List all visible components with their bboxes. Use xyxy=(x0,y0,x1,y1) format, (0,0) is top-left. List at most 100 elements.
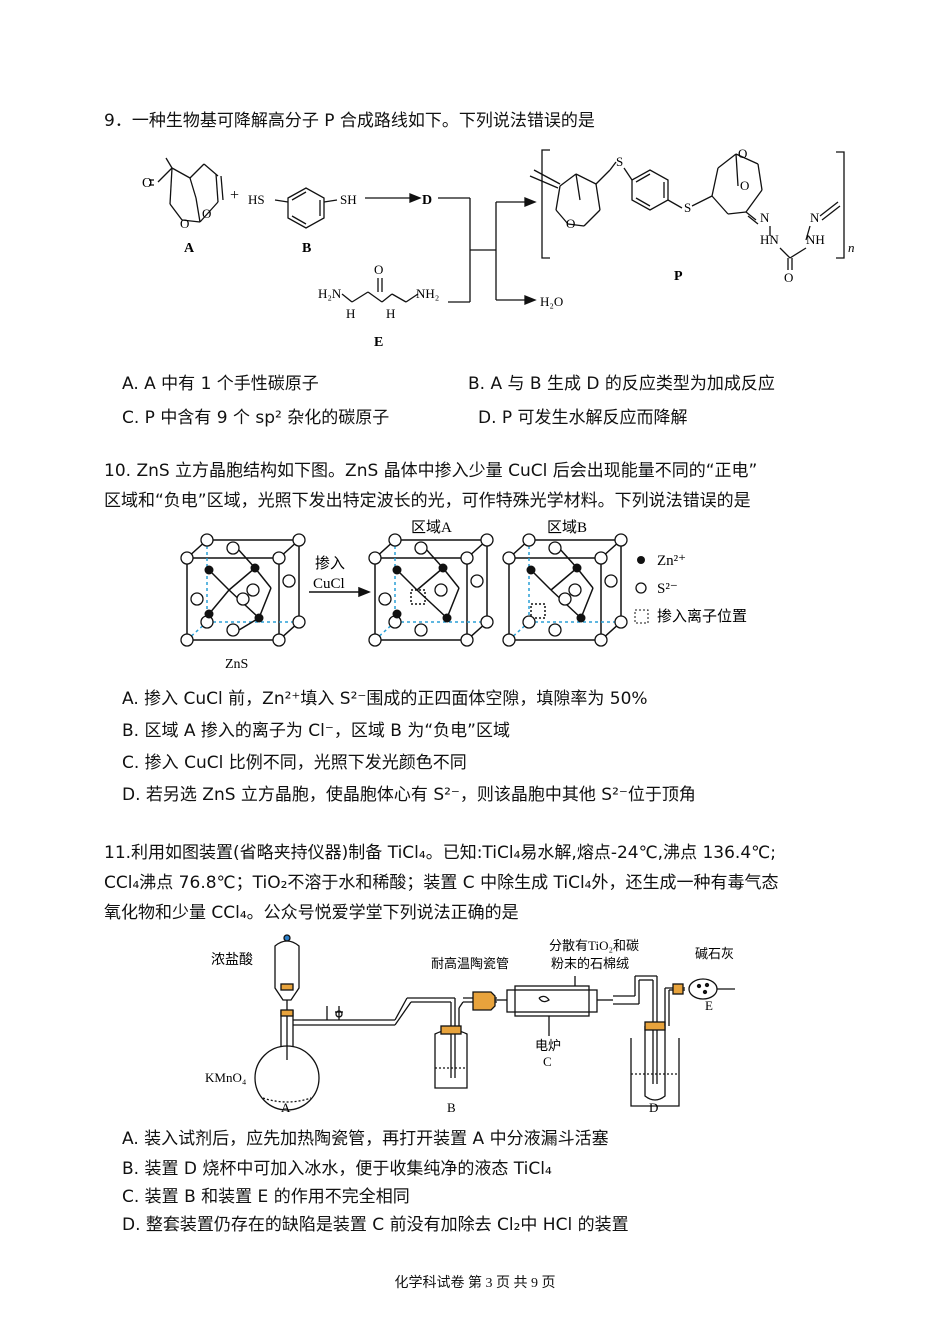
svg-text:O: O xyxy=(202,206,211,221)
s-ion-atom xyxy=(282,574,296,588)
svg-text:O: O xyxy=(566,216,575,231)
atom-layer xyxy=(180,533,628,647)
s-ion-atom xyxy=(502,551,516,565)
s-ion-atom xyxy=(470,574,484,588)
q11-stem-line1: 11.利用如图装置(省略夹持仪器)制备 TiCl₄。已知:TiCl₄易水解,熔点… xyxy=(104,843,776,863)
label-region-a: 区域A xyxy=(411,519,452,536)
label-h2o: H₂O xyxy=(540,294,563,309)
s-ion-atom xyxy=(480,533,494,547)
svg-text:O: O xyxy=(180,216,189,231)
label-nh2: NH₂ xyxy=(416,286,439,301)
s-ion-atom xyxy=(434,583,448,597)
molecule-a xyxy=(149,157,224,223)
zn-ion-atom xyxy=(438,563,448,573)
apparatus-d xyxy=(630,1021,680,1107)
label-kmno4: KMnO₄ xyxy=(205,1070,247,1085)
label-app-b: B xyxy=(447,1100,456,1115)
zn-legend-dot xyxy=(637,556,645,564)
svg-text:H: H xyxy=(346,306,355,321)
s-ion-atom xyxy=(368,551,382,565)
q9-option-a[interactable]: A. A 中有 1 个手性碳原子 xyxy=(122,374,319,394)
label-asbestos-2: 粉末的石棉绒 xyxy=(551,956,629,971)
q10-option-b[interactable]: B. 区域 A 掺入的离子为 Cl⁻，区域 B 为“负电”区域 xyxy=(122,721,510,741)
zn-ion-atom xyxy=(254,613,264,623)
label-e: E xyxy=(374,335,383,350)
label-app-c: C xyxy=(543,1054,552,1069)
svg-text:N: N xyxy=(810,210,820,225)
label-app-e: E xyxy=(705,998,713,1013)
q10-option-d[interactable]: D. 若另选 ZnS 立方晶胞，使晶胞体心有 S²⁻，则该晶胞中其他 S²⁻位于… xyxy=(122,785,696,805)
label-h2n: H₂N xyxy=(318,286,342,301)
legend-s: S²⁻ xyxy=(657,581,678,597)
s-ion-atom xyxy=(236,592,250,606)
s-ion-atom xyxy=(594,633,608,647)
s-ion-atom xyxy=(246,583,260,597)
arrow-label-dope: 掺入 xyxy=(315,555,345,572)
s-ion-atom xyxy=(614,533,628,547)
label-asbestos-1: 分散有TiO₂和碳 xyxy=(549,938,639,953)
molecule-e xyxy=(341,278,419,303)
svg-text:S: S xyxy=(684,200,691,215)
label-d: D xyxy=(422,193,432,208)
s-ion-atom xyxy=(378,592,392,606)
svg-text:O: O xyxy=(738,146,747,161)
q11-stem-line2: CCl₄沸点 76.8℃；TiO₂不溶于水和稀酸；装置 C 中除生成 TiCl₄… xyxy=(104,873,779,893)
label-app-d: D xyxy=(649,1100,658,1115)
q10-option-c[interactable]: C. 掺入 CuCl 比例不同，光照下发光颜色不同 xyxy=(122,753,467,773)
s-ion-atom xyxy=(548,541,562,555)
q11-option-b[interactable]: B. 装置 D 烧杯中可加入冰水，便于收集纯净的液态 TiCl₄ xyxy=(122,1159,552,1179)
svg-text:O: O xyxy=(784,270,793,285)
label-conc-hcl: 浓盐酸 xyxy=(211,952,253,968)
q11-apparatus-diagram: 浓盐酸 KMnO₄ A B 耐高温陶瓷管 分散有TiO₂和碳 粉末的石棉绒 电炉… xyxy=(205,934,735,1115)
s-ion-atom xyxy=(226,623,240,637)
q10-crystal-diagram: Zn²⁺ S²⁻ 掺入离子位置 掺入 CuCl ZnS 区域A 区域B xyxy=(180,519,747,672)
plus-sign: + xyxy=(230,187,239,204)
svg-text:S: S xyxy=(616,154,623,169)
zns-unit-cell xyxy=(186,539,301,641)
q9-option-b[interactable]: B. A 与 B 生成 D 的反应类型为加成反应 xyxy=(468,374,775,394)
zn-ion-atom xyxy=(250,563,260,573)
legend-zn: Zn²⁺ xyxy=(657,553,686,569)
polymer-p-structure xyxy=(529,153,841,270)
label-hs: HS xyxy=(248,192,265,207)
label-p: P xyxy=(674,269,683,284)
s-ion-atom xyxy=(460,551,474,565)
legend-dope-position: 掺入离子位置 xyxy=(657,608,747,625)
svg-text:N: N xyxy=(760,210,770,225)
label-a: A xyxy=(184,241,195,256)
s-ion-atom xyxy=(272,633,286,647)
apparatus-e xyxy=(664,978,735,1026)
q9-stem: 9．一种生物基可降解高分子 P 合成路线如下。下列说法错误的是 xyxy=(104,111,595,131)
zn-ion-atom xyxy=(572,563,582,573)
zn-ion-atom xyxy=(392,565,402,575)
svg-text:H: H xyxy=(386,306,395,321)
s-ion-atom xyxy=(368,633,382,647)
q10-stem-line2: 区域和“负电”区域，光照下发出特定波长的光，可作特殊光学材料。下列说法错误的是 xyxy=(104,491,751,511)
label-o: O xyxy=(142,176,152,191)
q11-option-c[interactable]: C. 装置 B 和装置 E 的作用不完全相同 xyxy=(122,1187,410,1207)
q9-option-d[interactable]: D. P 可发生水解反应而降解 xyxy=(478,408,688,428)
apparatus-c xyxy=(472,976,613,1036)
s-ion-atom xyxy=(414,623,428,637)
svg-text:O: O xyxy=(374,262,383,277)
label-region-b: 区域B xyxy=(547,519,587,536)
q9-option-c[interactable]: C. P 中含有 9 个 sp² 杂化的碳原子 xyxy=(122,408,390,428)
s-ion-atom xyxy=(502,633,516,647)
label-b: B xyxy=(302,241,311,256)
label-furnace: 电炉 xyxy=(535,1038,561,1053)
svg-text:HN: HN xyxy=(760,232,779,247)
s-ion-atom xyxy=(180,551,194,565)
s-ion-atom xyxy=(594,551,608,565)
s-ion-atom xyxy=(200,533,214,547)
s-ion-atom xyxy=(522,533,536,547)
zn-ion-atom xyxy=(442,613,452,623)
s-ion-atom xyxy=(568,583,582,597)
page-footer: 化学科试卷 第 3 页 共 9 页 xyxy=(394,1276,556,1291)
q11-option-d[interactable]: D. 整套装置仍存在的缺陷是装置 C 前没有加除去 Cl₂中 HCl 的装置 xyxy=(122,1215,629,1235)
s-ion-atom xyxy=(480,615,494,629)
s-ion-atom xyxy=(460,633,474,647)
q10-option-a[interactable]: A. 掺入 CuCl 前，Zn²⁺填入 S²⁻围成的正四面体空隙，填隙率为 50… xyxy=(122,689,648,709)
s-ion-atom xyxy=(522,615,536,629)
q11-option-a[interactable]: A. 装入试剂后，应先加热陶瓷管，再打开装置 A 中分液漏斗活塞 xyxy=(122,1129,609,1149)
s-ion-atom xyxy=(388,533,402,547)
